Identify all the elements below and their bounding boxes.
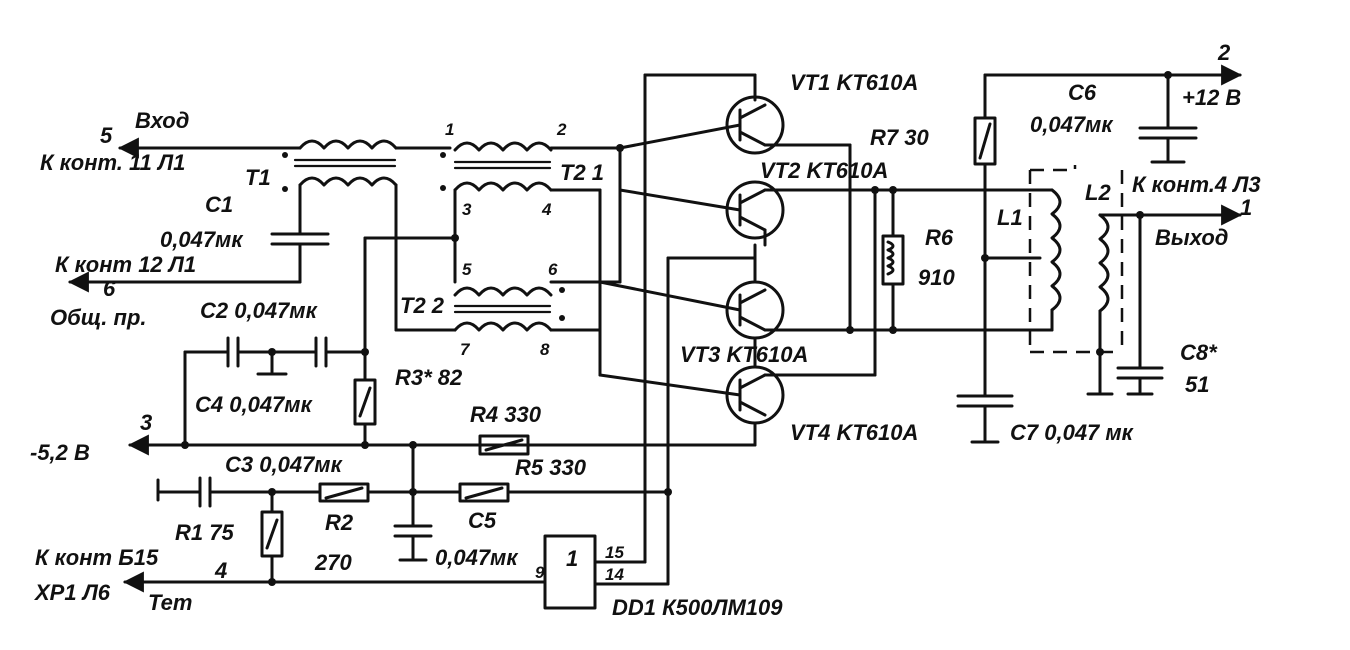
t22-label: T2 2 [400,293,445,318]
pin-2-label: 2 [1217,40,1231,65]
r4-label: R4 330 [470,402,542,427]
minus-52-label: -5,2 В [30,440,90,465]
capacitor-c1: C1 0,047мк К конт 12 Л1 6 Общ. пр. [50,192,330,330]
r6-label: R6 [925,225,954,250]
pin-5-label: 5 [100,123,113,148]
transistor-vt4: VT4 KT610A [598,365,918,445]
pin-3-label: 3 [140,410,152,435]
capacitor-c6: C6 0,047мк [1030,73,1198,164]
contact-b15-label: К конт Б15 [35,545,159,570]
dd1-pin9: 9 [535,563,545,582]
c2-label: C2 0,047мк [200,298,319,323]
r2-value: 270 [314,550,352,575]
coils-l1-l2: L1 L2 [983,165,1142,396]
c8-label: C8* [1180,340,1218,365]
input-label: Вход [135,108,189,133]
xp1-label: ХР1 Л6 [33,580,111,605]
resistor-r6: R6 910 [881,186,955,334]
transistor-vt1: VT1 KT610A [618,70,918,155]
t2-pin4: 4 [541,200,552,219]
t2-pin1: 1 [445,120,454,139]
t2-wiring [598,144,624,377]
tet-label: Тет [148,590,192,615]
plus-12-label: +12 В [1182,85,1241,110]
transistor-vt3: VT3 KT610A [598,280,808,367]
vt2-label: VT2 KT610A [760,158,888,183]
logic-chip-dd1: 1 9 15 14 DD1 К500ЛМ109 [535,534,783,620]
l1-label: L1 [997,205,1023,230]
c5-label: C5 [468,508,497,533]
dd1-label: DD1 К500ЛМ109 [612,595,783,620]
capacitor-c7: C7 0,047 мк [956,256,1135,445]
dd1-pin15: 15 [605,543,624,562]
resistor-r3: R3* 82 [353,365,463,447]
t1-label: T1 [245,165,271,190]
c1-label: C1 [205,192,233,217]
supply-rail-plus: 2 +12 В R7 30 [870,40,1243,262]
c7-label: C7 0,047 мк [1010,420,1135,445]
c4-label: C4 0,047мк [195,392,314,417]
dd1-gate-label: 1 [566,546,578,571]
transformer-t2: 1 2 T2 1 3 4 5 6 T2 2 7 8 [363,120,622,382]
r3-label: R3* 82 [395,365,463,390]
vt4-label: VT4 KT610A [790,420,918,445]
c1-value: 0,047мк [160,227,244,252]
capacitor-c8: C8* 51 [1116,213,1218,397]
c8-value: 51 [1185,372,1209,397]
drive-wiring [643,73,757,586]
c5-value: 0,047мк [435,545,519,570]
c6-label: C6 [1068,80,1097,105]
t2-pin3: 3 [462,200,472,219]
vt3-label: VT3 KT610A [680,342,808,367]
r5-label: R5 330 [515,455,587,480]
pin-4-label: 4 [214,558,227,583]
common-label: Общ. пр. [50,305,147,330]
output-terminal-1: К конт.4 Л3 1 Выход [1132,172,1261,250]
input-network: C3 0,047мк R2 270 C5 0,047мк R1 75 К кон… [33,443,547,615]
pin-6-label: 6 [103,276,116,301]
r7-label: R7 30 [870,125,929,150]
r1-label: R1 75 [175,520,234,545]
c3-label: C3 0,047мк [225,452,344,477]
contact-4-label: К конт.4 Л3 [1132,172,1261,197]
t2-pin7: 7 [460,340,471,359]
pin-1-label: 1 [1240,195,1252,220]
t21-label: T2 1 [560,160,604,185]
r2-label: R2 [325,510,354,535]
contact-12-label: К конт 12 Л1 [55,252,196,277]
r6-value: 910 [918,265,955,290]
vt1-label: VT1 KT610A [790,70,918,95]
t2-pin6: 6 [548,260,558,279]
collector-wiring [648,143,1032,447]
capacitors-c2-c4: C2 0,047мк C4 0,047мк [183,298,369,447]
input-terminal-5: 5 Вход К конт. 11 Л1 [40,108,302,175]
c6-value: 0,047мк [1030,112,1114,137]
contact-11-label: К конт. 11 Л1 [40,150,185,175]
t2-pin2: 2 [556,120,567,139]
l2-label: L2 [1085,180,1111,205]
dd1-pin14: 14 [605,565,624,584]
resistor-r4: R4 330 [470,402,647,456]
transistor-vt2: VT2 KT610A [618,158,888,240]
t2-pin8: 8 [540,340,550,359]
resistor-r5: R5 330 [458,455,672,503]
t2-pin5: 5 [462,260,472,279]
transformer-t1: T1 [245,139,452,240]
output-label: Выход [1155,225,1228,250]
